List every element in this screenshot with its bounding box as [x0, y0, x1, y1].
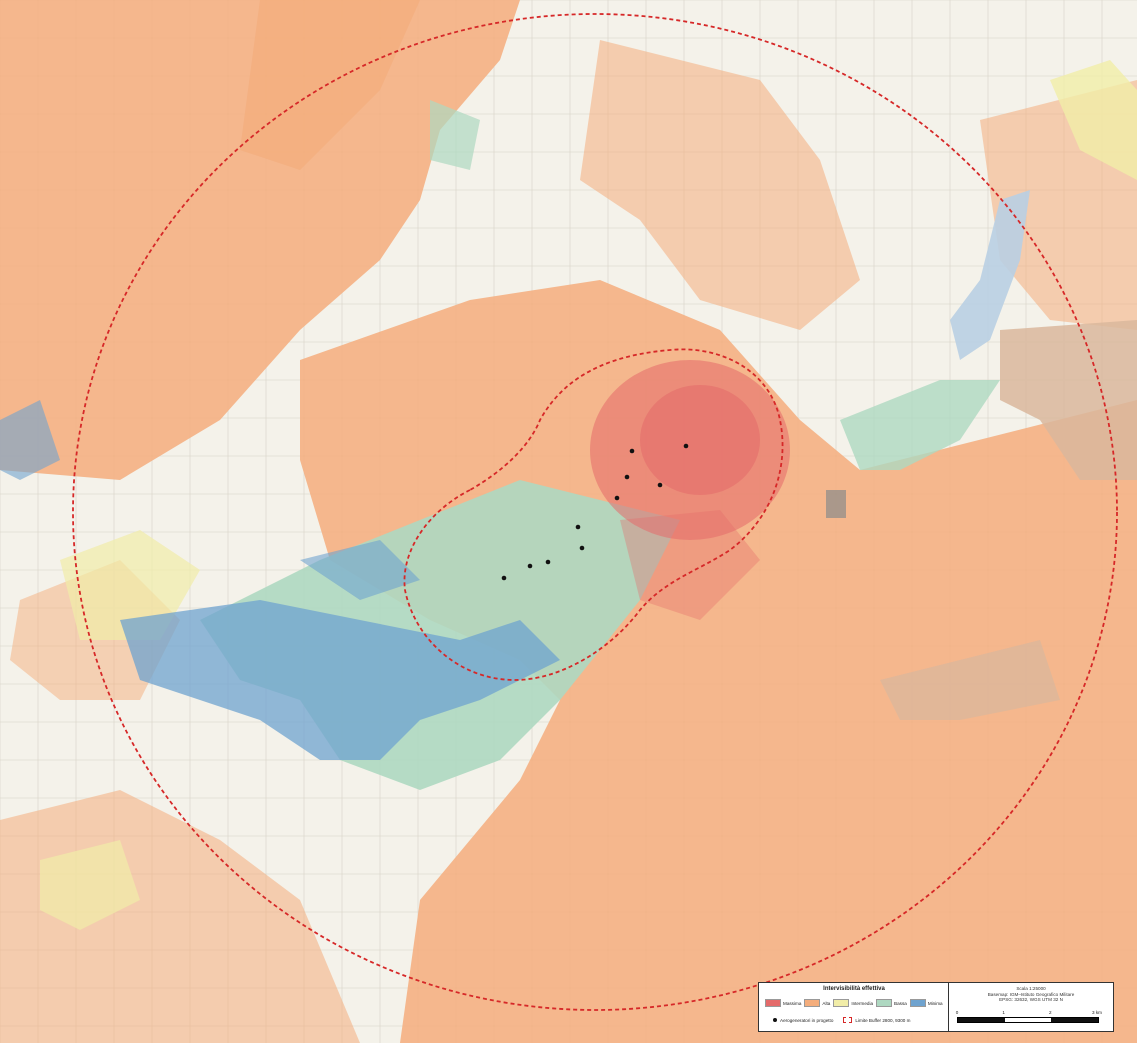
- swatch-minima: [909, 999, 926, 1007]
- legend-panel: Intervisibilità effettiva Massima Alta I…: [759, 983, 949, 1031]
- swatch-bassa: [876, 999, 893, 1007]
- turbine-marker: [657, 482, 663, 488]
- scale-tick: 1: [1002, 1010, 1005, 1015]
- turbine-marker: [545, 559, 551, 565]
- legend-turbine-label: Aerogeneratori in progetto: [780, 1017, 834, 1023]
- scale-tick: 3 km: [1092, 1010, 1102, 1015]
- legend-class-massima: Massima: [765, 999, 801, 1007]
- turbine-marker: [579, 545, 585, 551]
- turbine-icon: [773, 1018, 777, 1022]
- swatch-alta: [804, 999, 821, 1007]
- scale-segment: [1004, 1018, 1052, 1022]
- buffer-outer: [72, 13, 1118, 1011]
- turbine-marker: [624, 474, 630, 480]
- zone-intermedia: [40, 60, 1137, 930]
- scale-segment: [1051, 1018, 1099, 1022]
- turbine-marker: [614, 495, 620, 501]
- swatch-intermedia: [833, 999, 850, 1007]
- crs-label: EPSG: 32632, WGS UTM 32 N: [999, 997, 1063, 1003]
- scale-tick: 0: [955, 1010, 959, 1015]
- turbine-marker: [629, 448, 635, 454]
- legend-symbols: Aerogeneratori in progetto Limite Buffer…: [773, 1017, 910, 1023]
- buffer-inner: [403, 348, 784, 681]
- legend-class-alta: Alta: [804, 999, 830, 1007]
- legend-class-bassa: Bassa: [876, 999, 907, 1007]
- legend-class-label: Minima: [927, 1000, 943, 1006]
- turbine-marker: [527, 563, 533, 569]
- town-marker: [826, 490, 846, 518]
- legend-class-label: Intermedia: [851, 1000, 874, 1006]
- legend-classes: Massima Alta Intermedia Bassa Minima: [765, 999, 943, 1007]
- basemap-credit: Basemap: IGM–Istituto Geografico Militar…: [987, 991, 1075, 997]
- scale-ratio: Scala 1:25000: [1016, 986, 1046, 991]
- turbine-marker: [683, 443, 689, 449]
- turbines: [501, 443, 689, 581]
- turbine-marker: [501, 575, 507, 581]
- legend-buffer-item: Limite Buffer 2800, 9300 m: [843, 1017, 910, 1023]
- scale-panel: Scala 1:25000 Basemap: IGM–Istituto Geog…: [949, 983, 1113, 1031]
- legend-class-label: Bassa: [894, 1000, 907, 1006]
- legend-class-minima: Minima: [909, 999, 943, 1007]
- scale-info: Scala 1:25000 Basemap: IGM–Istituto Geog…: [949, 986, 1113, 1003]
- legend-buffer-label: Limite Buffer 2800, 9300 m: [855, 1017, 911, 1023]
- legend-box: Intervisibilità effettiva Massima Alta I…: [758, 982, 1114, 1032]
- water-bodies: [880, 190, 1137, 720]
- zone-massima: [590, 360, 790, 620]
- scale-bar: [957, 1017, 1099, 1023]
- scale-segment: [958, 1018, 1005, 1022]
- turbine-marker: [575, 524, 581, 530]
- swatch-massima: [765, 999, 781, 1007]
- legend-title: Intervisibilità effettiva: [823, 986, 885, 992]
- scale-tick: 2: [1049, 1010, 1052, 1015]
- legend-turbine-item: Aerogeneratori in progetto: [773, 1018, 833, 1023]
- zone-minima: [0, 400, 560, 760]
- buffer-icon: [843, 1017, 853, 1023]
- legend-class-label: Alta: [822, 1000, 831, 1006]
- legend-class-label: Massima: [783, 1000, 802, 1006]
- legend-class-intermedia: Intermedia: [833, 999, 873, 1007]
